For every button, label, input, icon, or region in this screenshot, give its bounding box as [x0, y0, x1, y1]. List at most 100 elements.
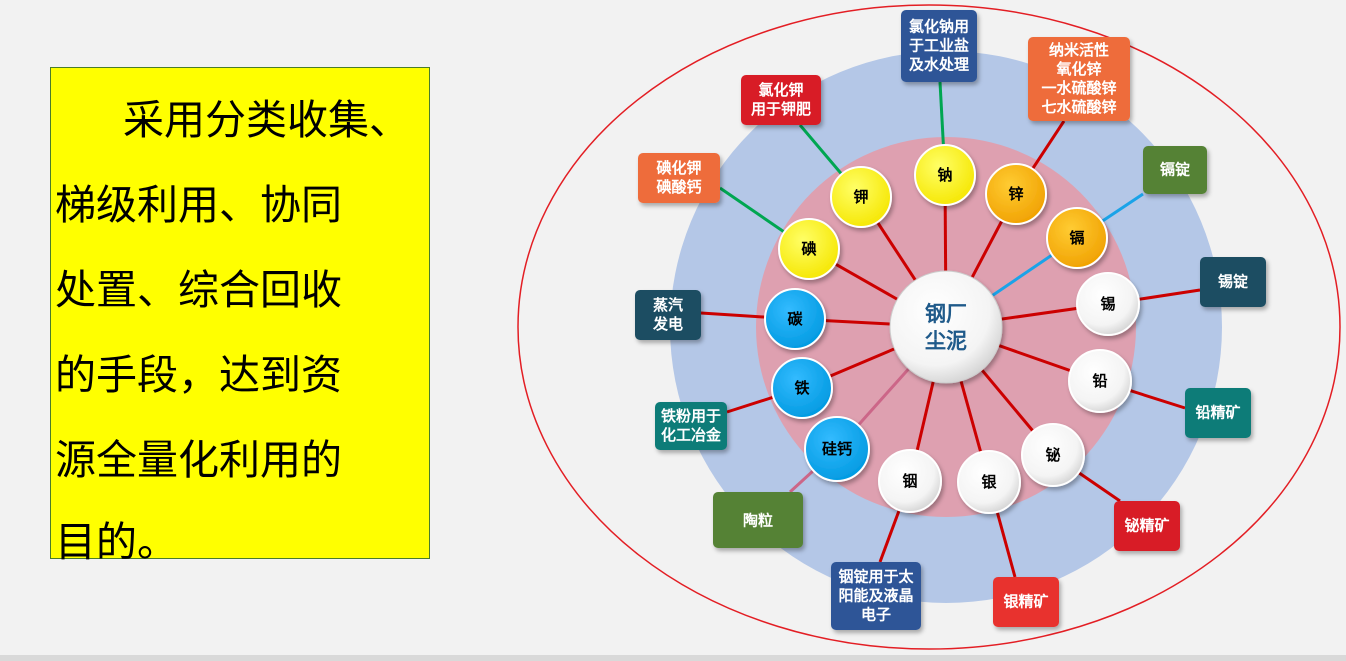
product-label: 氧化锌 — [1055, 60, 1101, 78]
product-label: 镉锭 — [1160, 161, 1190, 179]
product-box-bi: 铋精矿 — [1114, 501, 1180, 551]
element-label: 铁 — [794, 379, 809, 397]
product-label: 铁粉用于 — [661, 407, 721, 425]
text-line: 梯级利用、协同 — [55, 181, 342, 229]
product-box-bg — [1200, 257, 1266, 307]
element-node-bi: 铋 — [1021, 423, 1085, 487]
product-box-sn: 锡锭 — [1200, 257, 1266, 307]
element-label: 钠 — [937, 166, 952, 184]
element-label: 铟 — [902, 472, 917, 490]
element-node-circle — [778, 218, 840, 280]
product-label: 锡锭 — [1218, 273, 1248, 291]
element-node-pb: 铅 — [1068, 349, 1132, 413]
element-node-sn: 锡 — [1076, 272, 1140, 336]
text-line: 的手段，达到资 — [55, 351, 342, 399]
product-label: 氯化钾 — [758, 81, 803, 99]
product-label: 铟锭用于太 — [838, 568, 914, 586]
product-box-bg — [1143, 146, 1207, 194]
product-box-pb: 铅精矿 — [1185, 388, 1251, 438]
element-node-circle — [985, 163, 1047, 225]
element-label: 锡 — [1100, 295, 1115, 313]
element-node-c: 碳 — [764, 288, 826, 350]
element-node-na: 钠 — [914, 144, 976, 206]
center-node: 钢厂 尘泥 — [889, 270, 1003, 384]
product-label: 陶粒 — [743, 512, 773, 530]
element-node-cd: 镉 — [1046, 207, 1108, 269]
element-label: 碳 — [787, 310, 803, 328]
product-box-sica: 陶粒 — [713, 492, 803, 548]
product-label: 阳能及液晶 — [838, 587, 913, 605]
element-label: 铋 — [1045, 446, 1060, 464]
element-node-sica: 硅钙 — [804, 416, 870, 482]
element-node-circle — [914, 144, 976, 206]
product-label: 蒸汽 — [653, 296, 683, 314]
product-box-ag: 银精矿 — [993, 577, 1059, 627]
product-label: 及水处理 — [909, 56, 969, 74]
element-node-circle — [771, 357, 833, 419]
product-label: 氯化钠用 — [909, 18, 969, 36]
element-node-k: 钾 — [830, 166, 892, 228]
text-line: 采用分类收集、 — [123, 96, 410, 144]
product-label: 用于钾肥 — [751, 100, 811, 118]
element-node-circle — [878, 449, 942, 513]
center-label: 尘泥 — [925, 329, 967, 353]
element-node-i: 碘 — [778, 218, 840, 280]
product-label: 电子 — [861, 606, 891, 624]
text-line: 处置、综合回收 — [55, 266, 342, 314]
product-label: 银精矿 — [1003, 593, 1048, 611]
text-box: 采用分类收集、 梯级利用、协同 处置、综合回收 的手段，达到资 源全量化利用的 … — [50, 67, 430, 566]
element-node-circle — [764, 288, 826, 350]
product-box-bg — [655, 402, 727, 450]
element-node-fe: 铁 — [771, 357, 833, 419]
center-label: 钢厂 — [925, 302, 967, 326]
product-label: 纳米活性 — [1049, 41, 1109, 59]
text-line: 源全量化利用的 — [55, 436, 342, 484]
product-label: 发电 — [652, 315, 683, 333]
product-box-bg — [741, 75, 821, 125]
element-node-circle — [1076, 272, 1140, 336]
element-node-circle — [804, 416, 870, 482]
product-label: 化工冶金 — [661, 426, 722, 444]
element-node-zn: 锌 — [985, 163, 1047, 225]
element-node-circle — [1046, 207, 1108, 269]
product-box-bg — [1028, 37, 1130, 121]
element-node-circle — [1021, 423, 1085, 487]
product-label: 七水硫酸锌 — [1041, 98, 1116, 116]
element-label: 钾 — [853, 188, 868, 206]
product-label: 铅精矿 — [1195, 404, 1240, 422]
element-node-ag: 银 — [957, 450, 1021, 514]
product-box-bg — [993, 577, 1059, 627]
element-label: 锌 — [1008, 185, 1023, 203]
product-box-bg — [831, 562, 921, 630]
outer-ellipse — [517, 4, 1341, 650]
product-box-bg — [901, 10, 977, 82]
element-node-circle — [830, 166, 892, 228]
element-label: 硅钙 — [822, 440, 852, 458]
element-label: 银 — [981, 473, 997, 491]
product-box-bg — [1185, 388, 1251, 438]
bottom-bar — [0, 655, 1346, 661]
product-box-bg — [635, 290, 701, 340]
product-box-bg — [713, 492, 803, 548]
product-box-bg — [638, 153, 720, 203]
element-label: 碘 — [801, 240, 816, 258]
text-line: 目的。 — [55, 518, 178, 566]
product-box-bg — [1114, 501, 1180, 551]
product-boxes: 氯化钠用于工业盐及水处理纳米活性氧化锌一水硫酸锌七水硫酸锌镉锭锡锭铅精矿铋精矿银… — [635, 10, 1266, 630]
element-label: 镉 — [1069, 229, 1084, 247]
element-node-circle — [1068, 349, 1132, 413]
product-box-cd: 镉锭 — [1143, 146, 1207, 194]
product-label: 碘化钾 — [656, 159, 701, 177]
product-label: 碘酸钙 — [656, 178, 701, 196]
product-label: 一水硫酸锌 — [1041, 79, 1116, 97]
element-label: 铅 — [1092, 372, 1107, 390]
element-node-circle — [957, 450, 1021, 514]
